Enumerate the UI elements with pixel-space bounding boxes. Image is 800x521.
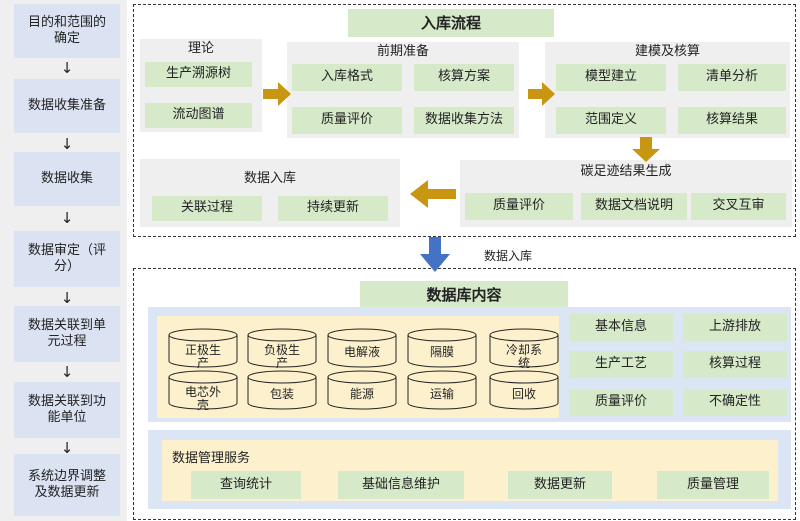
cylinder: 电解液 — [327, 328, 397, 368]
arrow-left-icon — [410, 180, 456, 208]
info-item: 核算过程 — [683, 351, 787, 378]
cylinder-label: 电解液 — [344, 344, 380, 359]
storage-item: 持续更新 — [278, 196, 388, 221]
cylinder-label: 能源 — [350, 387, 374, 401]
arrow-down-icon: ↓ — [60, 288, 74, 307]
cylinder-label: 产 — [276, 356, 288, 370]
prep-item: 质量评价 — [292, 107, 402, 134]
intake-frame — [133, 4, 796, 237]
cylinder-label: 隔膜 — [430, 345, 454, 359]
cylinder-label: 运输 — [430, 386, 454, 401]
info-item: 基本信息 — [569, 314, 673, 341]
left-step: 数据收集准备 — [14, 79, 120, 133]
theory-item: 生产溯源树 — [145, 62, 252, 87]
theory-item: 流动图谱 — [145, 103, 252, 128]
mgmt-item: 质量管理 — [657, 471, 769, 499]
arrow-down-icon: ↓ — [60, 362, 74, 381]
cylinder-label: 包装 — [270, 387, 294, 401]
theory-title: 理论 — [187, 40, 214, 56]
model-item: 范围定义 — [556, 107, 666, 134]
model-title: 建模及核算 — [634, 43, 700, 59]
prep-title: 前期准备 — [376, 43, 429, 59]
cylinder-label: 负极生 — [264, 343, 300, 357]
storage-item: 关联过程 — [152, 196, 262, 221]
result-item: 质量评价 — [465, 193, 573, 220]
arrow-right-icon — [528, 82, 555, 106]
info-item: 生产工艺 — [569, 351, 673, 378]
left-step: 数据审定（评分） — [14, 231, 120, 287]
mgmt-item: 数据更新 — [508, 471, 612, 499]
model-item: 核算结果 — [678, 107, 786, 134]
left-step: 数据关联到功能单位 — [14, 382, 120, 438]
mgmt-item: 基础信息维护 — [338, 471, 464, 499]
prep-item: 入库格式 — [292, 64, 402, 91]
arrow-down-icon: ↓ — [60, 438, 74, 457]
arrow-down-icon: ↓ — [60, 58, 74, 77]
cylinder-label: 冷却系 — [506, 343, 542, 357]
result-title: 碳足迹结果生成 — [580, 163, 672, 179]
model-item: 清单分析 — [678, 64, 786, 91]
arrow-down-icon — [420, 237, 450, 272]
intake-title: 入库流程 — [348, 9, 554, 37]
database-frame — [133, 268, 796, 520]
info-item: 上游排放 — [683, 314, 787, 341]
cylinder: 包装 — [247, 370, 317, 410]
arrow-down-icon: ↓ — [60, 208, 74, 227]
db-title: 数据库内容 — [360, 281, 568, 309]
info-item: 质量评价 — [569, 389, 673, 416]
left-step: 目的和范围的确定 — [14, 4, 120, 58]
arrow-right-icon — [263, 82, 291, 106]
cylinder-label: 电芯外 — [185, 385, 221, 399]
prep-item: 数据收集方法 — [414, 107, 514, 134]
left-step: 系统边界调整及数据更新 — [14, 454, 120, 516]
info-item: 不确定性 — [683, 389, 787, 416]
result-item: 数据文档说明 — [581, 193, 687, 220]
left-step: 数据关联到单元过程 — [14, 306, 120, 362]
cylinder: 运输 — [407, 370, 477, 410]
left-step: 数据收集 — [14, 152, 120, 206]
storage-title: 数据入库 — [243, 170, 296, 186]
cylinder: 能源 — [327, 370, 397, 410]
model-item: 模型建立 — [556, 64, 666, 91]
cylinder-label: 回收 — [512, 387, 536, 401]
mgmt-title: 数据管理服务 — [172, 451, 251, 466]
cylinder-label: 产 — [197, 356, 209, 370]
arrow-down-icon: ↓ — [60, 134, 74, 153]
arrow-down-icon — [632, 137, 660, 162]
result-item: 交叉互审 — [691, 193, 786, 220]
prep-item: 核算方案 — [414, 64, 514, 91]
cylinder: 隔膜 — [407, 328, 477, 368]
cylinder-label: 统 — [518, 356, 530, 370]
flow-label: 数据入库 — [483, 248, 532, 263]
mgmt-item: 查询统计 — [191, 471, 301, 499]
cylinder-label: 壳 — [197, 398, 209, 412]
cylinder-label: 正极生 — [185, 343, 221, 357]
cylinder: 回收 — [489, 370, 559, 410]
